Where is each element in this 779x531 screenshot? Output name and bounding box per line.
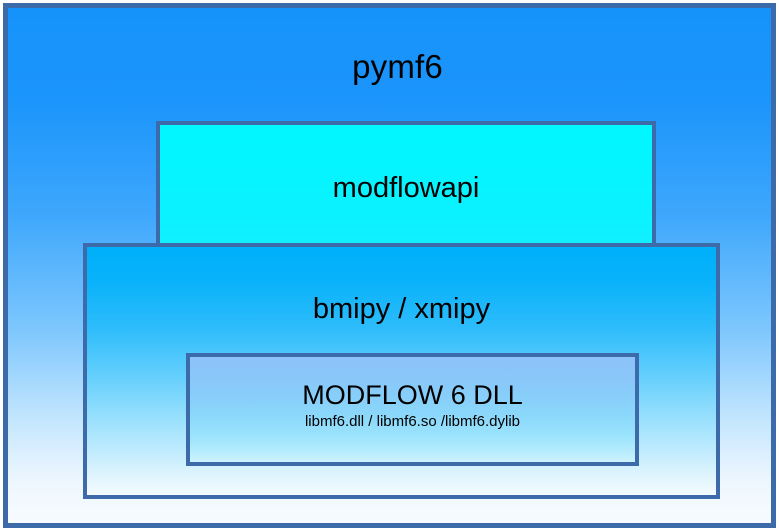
pymf6-layer-box: pymf6 modflowapi bmipy / xmipy MODFLOW 6… [3, 3, 776, 528]
modflow6-dll-label: MODFLOW 6 DLL [302, 380, 523, 410]
modflow6-dll-filenames: libmf6.dll / libmf6.so /libmf6.dylib [304, 413, 521, 430]
bmipy-xmipy-label: bmipy / xmipy [312, 293, 491, 325]
modflow6-dll-layer-box: MODFLOW 6 DLL libmf6.dll / libmf6.so /li… [186, 353, 639, 466]
modflowapi-label: modflowapi [332, 172, 480, 204]
pymf6-label: pymf6 [352, 48, 443, 85]
